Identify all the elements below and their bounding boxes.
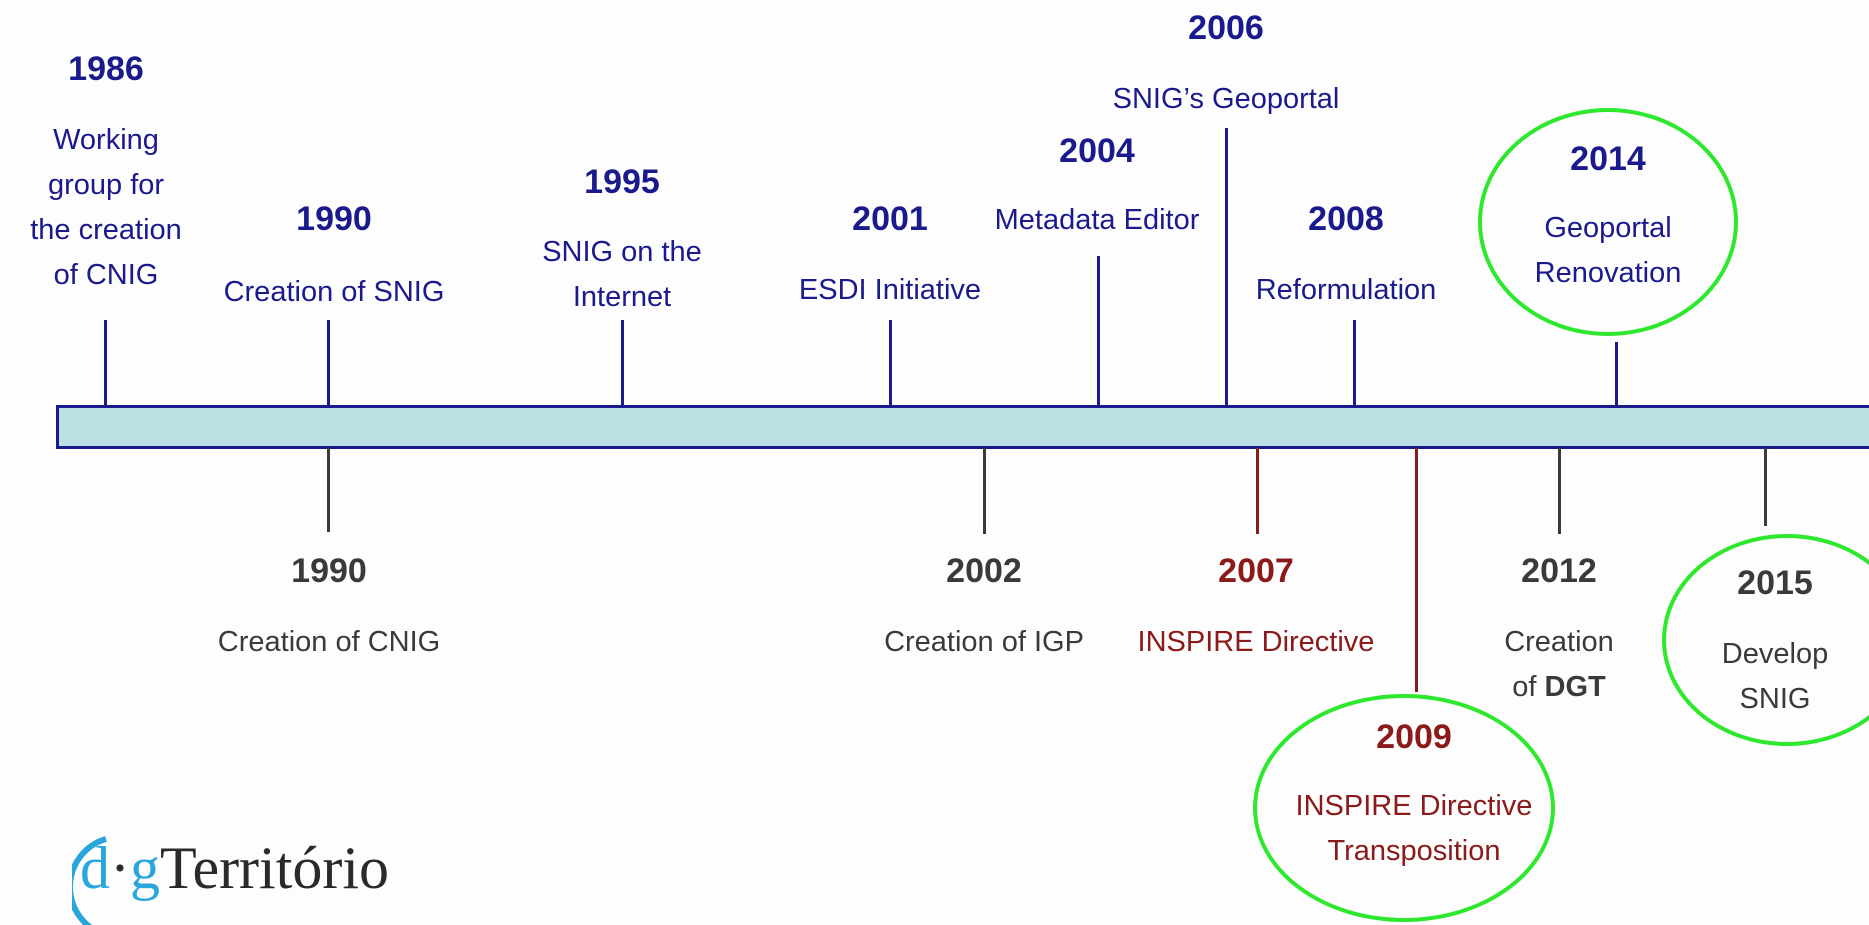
timeline-bar [56,405,1869,449]
event-1990-snig-desc: Creation of SNIG [223,276,445,308]
logo-word: Território [159,835,390,901]
event-2007-tick [1256,448,1259,534]
event-2002-year: 2002 [946,552,1022,590]
event-2015-year: 2015 [1737,564,1813,602]
event-2007-desc: INSPIRE Directive [1137,626,1375,658]
event-2009-highlight [1253,694,1555,922]
event-2009-year: 2009 [1376,718,1452,756]
event-2002-tick [983,448,986,534]
event-1986-desc: Working group for the creation of CNIG [30,124,182,291]
event-2014-year: 2014 [1570,140,1646,178]
event-2008-desc: Reformulation [1255,274,1437,306]
event-2006-year: 2006 [1188,9,1264,47]
event-2001-year: 2001 [852,200,928,238]
event-1990-cnig-desc: Creation of CNIG [217,626,441,658]
dgterritorio-logo-mark [72,836,107,925]
event-2008-tick [1353,320,1356,406]
event-2009-tick [1415,448,1418,692]
event-1986-tick [104,320,107,406]
event-2014-desc: Geoportal Renovation [1534,212,1682,289]
event-1995-tick [621,320,624,406]
event-2001-tick [889,320,892,406]
event-2004-desc: Metadata Editor [994,204,1200,236]
event-1995-desc: SNIG on the Internet [542,236,702,313]
event-2004-year: 2004 [1059,132,1135,170]
event-1990-cnig-year: 1990 [291,552,367,590]
event-2004-tick [1097,256,1100,406]
event-2014-tick [1615,342,1618,406]
event-2006-tick [1225,128,1228,406]
logo-letter-g: g [129,835,160,901]
event-2007-year: 2007 [1218,552,1294,590]
logo-dot: · [110,835,130,901]
event-2001-desc: ESDI Initiative [798,274,982,306]
event-2008-year: 2008 [1308,200,1384,238]
event-1990-snig-tick [327,320,330,406]
event-2006-desc: SNIG’s Geoportal [1112,83,1340,115]
event-2012-tick [1558,448,1561,534]
event-2009-desc: INSPIRE Directive Transposition [1295,790,1533,867]
event-2015-desc: Develop SNIG [1721,638,1829,715]
logo-letter-d: d [80,835,110,901]
event-2012-year: 2012 [1521,552,1597,590]
event-1990-cnig-tick [327,448,330,532]
event-2015-highlight [1662,534,1869,746]
event-1995-year: 1995 [584,163,660,201]
dgterritorio-logo: d·gTerritório [72,825,392,925]
event-2014-highlight [1478,108,1738,336]
event-2012-desc: Creation of DGT [1504,626,1614,703]
event-1986-year: 1986 [68,50,144,88]
event-2015-tick [1764,448,1767,526]
event-2002-desc: Creation of IGP [884,626,1084,658]
event-1990-snig-year: 1990 [296,200,372,238]
